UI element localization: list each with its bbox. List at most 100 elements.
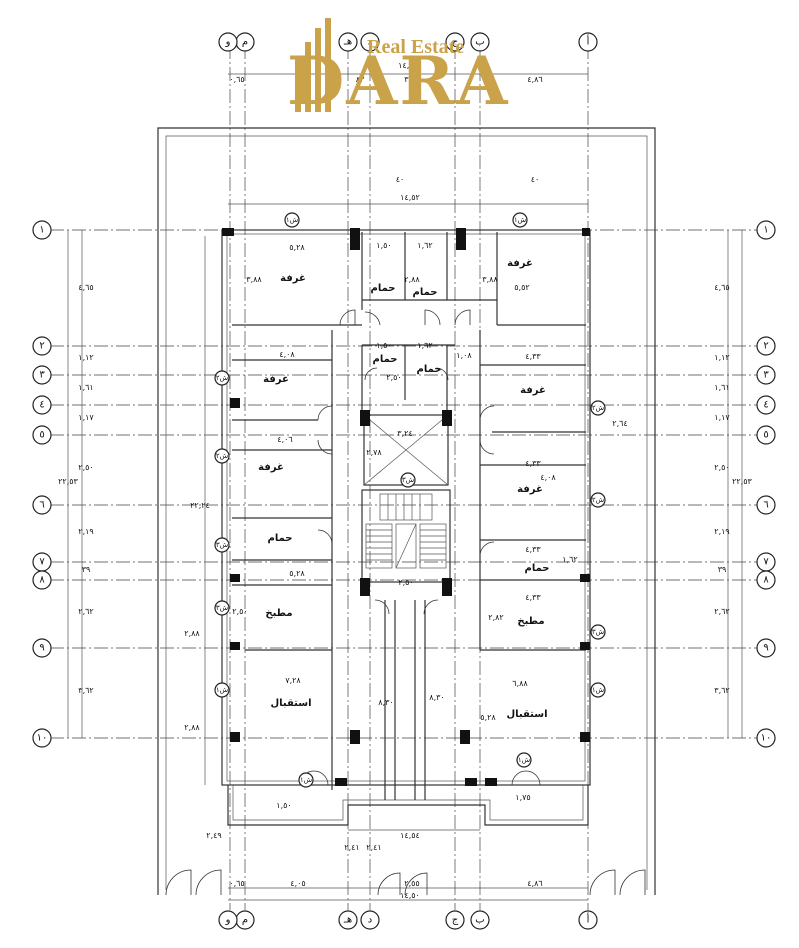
dimension-text: ٢,٧٨: [366, 448, 382, 457]
window-tag: ش٣: [214, 537, 230, 553]
dimension-text: ١٤,٥٤: [400, 831, 420, 840]
dimension-text: ٦,٨٨: [512, 679, 528, 688]
axis-bubble: د: [360, 32, 380, 52]
room-label: حمام: [417, 364, 442, 375]
dimension-text: ١,١٧: [714, 413, 730, 422]
dimension-text: ١,٥٠: [376, 241, 391, 250]
axis-bubble: ب: [470, 910, 490, 930]
axis-bubble: هـ: [338, 32, 358, 52]
dimension-text: ٢,٥٠: [714, 463, 729, 472]
axis-bubble: ٢: [756, 336, 776, 356]
axis-bubble: و: [218, 910, 238, 930]
axis-label: ٨: [39, 575, 45, 586]
window-tag: ش٢: [590, 492, 606, 508]
axis-bubble: ١٠: [32, 728, 52, 748]
axis-bubble: ٥: [32, 425, 52, 445]
axis-label: م: [242, 915, 248, 926]
axis-label: د: [368, 37, 372, 48]
axis-label: أ: [587, 913, 590, 926]
axis-bubble: ٧: [756, 552, 776, 572]
axis-bubble: ١: [32, 220, 52, 240]
dimension-text: ٠,٦٥: [229, 879, 244, 888]
axis-bubble: ٨: [756, 570, 776, 590]
dimension-text: ٣٩: [82, 565, 91, 574]
window-tag: ش٢: [214, 448, 230, 464]
dimension-text: ٤,٠٥: [290, 879, 305, 888]
tag-label: ش٢: [216, 452, 228, 460]
dimension-text: ٢,٥٠: [386, 373, 401, 382]
axis-label: ٩: [39, 643, 44, 654]
axis-label: ج: [452, 37, 459, 48]
dimension-text: ٢,١٩: [714, 527, 729, 536]
dimension-text: ٢,٦٢: [78, 607, 93, 616]
window-tag: ش٢: [214, 370, 230, 386]
room-label: غرفة: [263, 374, 289, 385]
building-walls: [221, 229, 591, 826]
dimension-text: ١,٥٠: [376, 341, 391, 350]
dimension-text: ٢٢,٥٣: [732, 477, 752, 486]
dimension-text: ٤,٠٨: [540, 473, 556, 482]
dimension-text: ١,٧٥: [515, 793, 530, 802]
axis-bubble: أ: [578, 910, 598, 930]
dimension-text: ٠,٦٥: [229, 75, 244, 84]
logo-subtitle: Real Estate: [367, 36, 465, 58]
dimension-text: ٤,٣٣: [525, 352, 541, 361]
logo-title: DARA: [287, 42, 510, 120]
window-tag: ش١: [284, 212, 300, 228]
axis-label: ٢: [763, 341, 768, 352]
dimension-text: ٥,٢٨: [480, 713, 496, 722]
dimension-text: ٢,٥٥: [404, 879, 419, 888]
tag-label: ش١: [514, 216, 526, 224]
dimension-text: ٣,٨٨: [482, 275, 498, 284]
axis-bubble: ٣: [756, 365, 776, 385]
dimension-text: ١,٦٢: [417, 241, 432, 250]
axis-bubble: ٤: [32, 395, 52, 415]
tag-label: ش٣: [216, 541, 228, 549]
axis-label: ٦: [763, 500, 768, 511]
tag-label: ش٢: [592, 496, 604, 504]
axis-bubble: ٥: [756, 425, 776, 445]
tag-label: ش٢: [216, 374, 228, 382]
dimension-text: ٤,٨٦: [527, 879, 542, 888]
axis-label: ١: [39, 225, 44, 236]
axis-bubble: ١: [756, 220, 776, 240]
axis-bubble: ٨: [32, 570, 52, 590]
axis-label: ٦: [39, 500, 44, 511]
room-label: غرفة: [517, 484, 543, 495]
room-label: حمام: [371, 283, 396, 294]
dimension-text: ٣٩: [718, 565, 727, 574]
dimension-text: ٤,٣٣: [525, 459, 541, 468]
dimension-text: ٢,٤١: [366, 843, 381, 852]
window-tag: ش١: [214, 682, 230, 698]
axis-bubble: ٩: [32, 638, 52, 658]
tag-label: ش٣: [216, 604, 228, 612]
room-label: غرفة: [280, 273, 306, 284]
dimension-text: ٣,٥٠: [404, 75, 419, 84]
dimension-text: ١,٦١: [78, 383, 93, 392]
dimension-text: ١٤,٥٠: [400, 891, 420, 900]
room-label: غرفة: [507, 258, 533, 269]
axis-bubble: ٩: [756, 638, 776, 658]
axis-label: ج: [452, 915, 459, 926]
window-tag: ش١: [516, 752, 532, 768]
dimension-text: ١٤,٥٢: [400, 193, 420, 202]
room-label: استقبال: [270, 698, 311, 709]
dimension-text: ٨,٣٠: [378, 698, 393, 707]
dimension-text: ٤,٣٣: [525, 545, 541, 554]
axis-bubble: ج: [445, 32, 465, 52]
window-tag: ش١: [590, 682, 606, 698]
dimension-text: ٢,٥٠: [398, 578, 413, 587]
axis-label: ١: [763, 225, 768, 236]
axis-bubble: هـ: [338, 910, 358, 930]
axis-label: م: [242, 37, 248, 48]
axis-label: ٨: [763, 575, 769, 586]
grid-lines: [50, 45, 760, 910]
tag-label: ش١: [592, 686, 604, 694]
axis-label: ١٠: [37, 733, 48, 744]
axis-bubble: ٦: [756, 495, 776, 515]
dimension-text: ٤,٦٥: [78, 283, 93, 292]
dimension-text: ١,١٧: [78, 413, 94, 422]
axis-label: ٤: [39, 400, 44, 411]
axis-label: ب: [475, 37, 484, 48]
